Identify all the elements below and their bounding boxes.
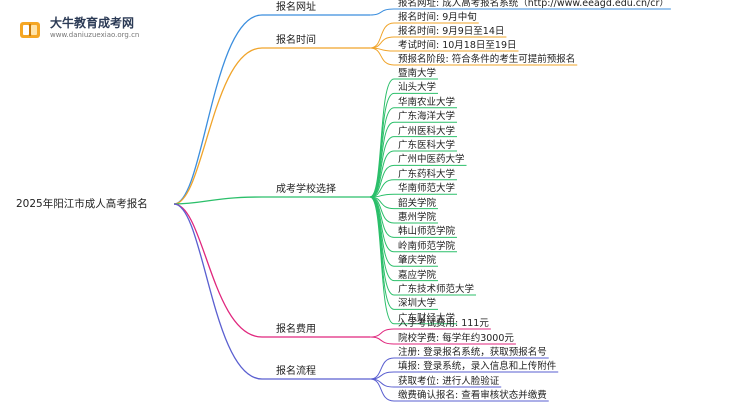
branch-4-leaf-3: 缴费确认报名: 查看审核状态并缴费 <box>398 390 547 401</box>
logo-title: 大牛教育成考网 <box>50 16 135 30</box>
branch-3-leaf-edge-0 <box>369 328 395 338</box>
branch-4-leaf-edge-2 <box>369 378 395 388</box>
branch-2-leaf-16: 深圳大学 <box>398 298 437 310</box>
branch-1-leaf-edge-1 <box>369 36 395 49</box>
branch-1-leaf-0: 报名时间: 9月中旬 <box>398 12 477 23</box>
branch-4-leaf-1: 填报: 登录系统，录入信息和上传附件 <box>398 361 557 372</box>
branch-4-leaf-edge-0 <box>369 357 395 380</box>
root-to-branch-2 <box>173 196 263 205</box>
branch-3-leaf-0: 入学考试费用: 111元 <box>398 318 489 329</box>
branch-2-leaf-7: 广东药科大学 <box>398 168 456 180</box>
root-to-branch-0 <box>173 14 263 205</box>
branch-2-leaf-3: 广东海洋大学 <box>398 111 456 123</box>
branch-3-leaf-1: 院校学费: 每学年约3000元 <box>398 333 514 344</box>
branch-2-leaf-0: 暨南大学 <box>398 68 437 79</box>
branch-0-leaf-0: 报名网址: 成人高考报名系统（http://www.eeagd.edu.cn/c… <box>398 0 669 9</box>
branch-2-leaf-2: 华南农业大学 <box>398 96 456 108</box>
root-to-branch-4 <box>173 203 263 380</box>
branch-2-leaf-11: 韩山师范学院 <box>398 226 456 238</box>
logo-url: www.daniuzuexiao.org.cn <box>50 31 140 39</box>
branch-4-leaf-2: 获取考位: 进行人脸验证 <box>398 376 500 387</box>
branch-4: 报名流程 <box>276 366 316 377</box>
branch-2-leaf-8: 华南师范大学 <box>398 183 456 195</box>
branch-1-leaf-edge-0 <box>369 22 395 49</box>
branch-2-leaf-edge-5 <box>369 150 395 198</box>
branch-1-leaf-1: 报名时间: 9月9日至14日 <box>398 26 505 37</box>
branch-0-leaf-edge-0 <box>369 8 395 16</box>
branch-2-leaf-15: 广东技术师范大学 <box>398 284 475 295</box>
branch-0: 报名网址 <box>276 2 316 13</box>
branch-2-leaf-17: 广东财经大学 <box>398 312 456 324</box>
branch-3: 报名费用 <box>276 324 316 335</box>
branch-3-leaf-edge-1 <box>369 336 395 345</box>
branch-2-leaf-6: 广州中医药大学 <box>398 154 465 166</box>
branch-2-leaf-12: 岭南师范学院 <box>398 240 456 252</box>
branch-2-leaf-5: 广东医科大学 <box>398 140 456 151</box>
branch-1-leaf-2: 考试时间: 10月18日至19日 <box>398 40 517 51</box>
branch-2-leaf-edge-6 <box>369 164 395 198</box>
branch-1: 报名时间 <box>276 35 316 46</box>
root-to-branch-3 <box>173 203 263 338</box>
branch-4-leaf-0: 注册: 登录报名系统，获取预报名号 <box>398 347 547 358</box>
branch-1-leaf-3: 预报名阶段: 符合条件的考生可提前预报名 <box>398 54 576 65</box>
branch-4-leaf-edge-3 <box>369 378 395 402</box>
branch-2: 成考学校选择 <box>276 184 336 195</box>
branch-2-leaf-edge-17 <box>369 196 395 325</box>
branch-1-leaf-edge-3 <box>369 47 395 66</box>
root-node: 2025年阳江市成人高考报名 <box>16 198 148 210</box>
branch-2-leaf-13: 肇庆学院 <box>398 255 437 267</box>
branch-2-leaf-14: 嘉应学院 <box>398 269 437 281</box>
branch-2-leaf-4: 广州医科大学 <box>398 125 456 137</box>
branch-2-leaf-1: 汕头大学 <box>398 82 437 94</box>
branch-2-leaf-10: 惠州学院 <box>398 212 437 223</box>
branch-2-leaf-9: 韶关学院 <box>398 197 437 209</box>
book-logo-icon <box>20 22 40 38</box>
root-to-branch-1 <box>173 47 263 205</box>
